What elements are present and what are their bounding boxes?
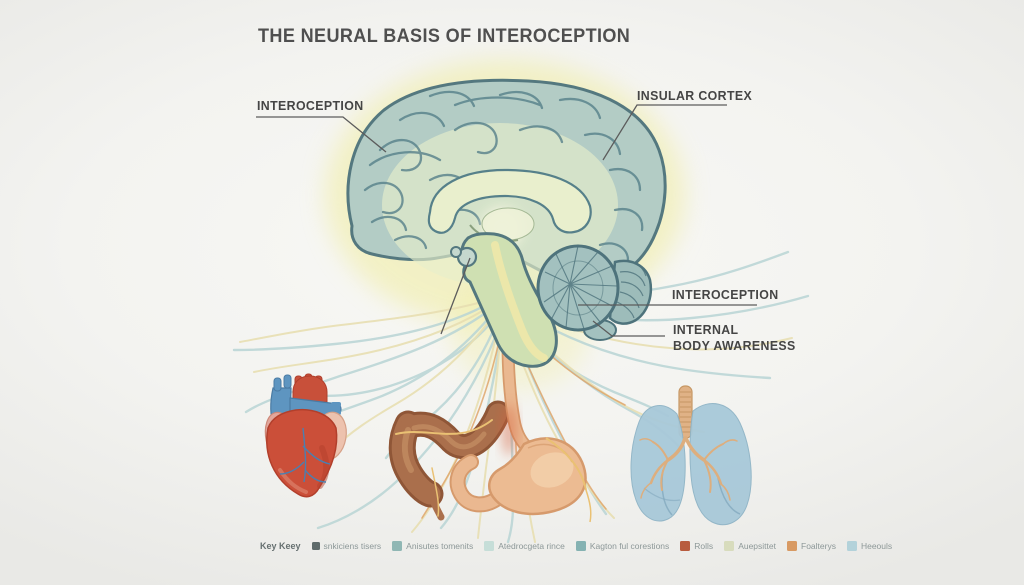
legend-label: Heeouls (860, 541, 893, 551)
legend-swatch (484, 541, 495, 551)
legend-label: Rolls (694, 541, 714, 551)
legend-swatch (724, 541, 735, 551)
label-insular-cortex: INSULAR CORTEX (637, 88, 753, 103)
leader-internal-body-awareness (592, 320, 665, 337)
legend-label: Auepsittet (738, 541, 776, 551)
legend-label: snkiciens tisers (323, 541, 382, 551)
legend-item: Kagton ful corestions (575, 541, 670, 551)
leader-lines (256, 104, 757, 337)
label-interoception-left: INTEROCEPTION (257, 98, 364, 113)
legend-item: Atedrocgeta rince (484, 541, 565, 551)
legend-swatch (787, 541, 797, 551)
legend-item: snkiciens tisers (311, 541, 382, 551)
legend-item: Heeouls (846, 541, 893, 551)
legend-swatch (680, 541, 691, 551)
legend-swatch (846, 541, 857, 551)
legend-item: Foalterys (787, 541, 836, 551)
legend-label: Foalterys (801, 541, 836, 551)
label-interoception-right: INTEROCEPTION (672, 287, 779, 302)
legend-swatch (575, 541, 586, 551)
leader-pituitary-pointer (440, 257, 471, 335)
legend-swatch (311, 542, 320, 550)
lungs-icon (630, 385, 752, 526)
legend-label: Kagton ful corestions (589, 541, 670, 551)
label-internal-line1: INTERNAL (673, 322, 739, 337)
legend-label: Atedrocgeta rince (498, 541, 565, 551)
legend-item: Rolls (680, 541, 713, 551)
legend-title: Key Keey (260, 541, 301, 551)
cerebellum (536, 244, 653, 341)
heart-icon (264, 373, 347, 498)
stomach-icon (449, 333, 592, 523)
brain-illustration (346, 78, 667, 368)
legend-swatch (392, 541, 403, 551)
legend: Key Keey snkiciens tisers Anisutes tomen… (260, 541, 892, 551)
legend-label: Anisutes tomenits (406, 541, 474, 551)
intestine-icon (388, 400, 511, 521)
leader-insular-cortex (602, 104, 727, 161)
page-title: THE NEURAL BASIS OF INTEROCEPTION (258, 26, 631, 47)
legend-item: Auepsittet (724, 541, 776, 551)
label-internal-line2: BODY AWARENESS (673, 338, 796, 353)
label-internal-body-awareness: INTERNAL BODY AWARENESS (673, 322, 796, 354)
legend-item: Anisutes tomenits (392, 541, 473, 551)
corpus-callosum (427, 168, 592, 234)
leader-interoception-left (256, 116, 387, 153)
